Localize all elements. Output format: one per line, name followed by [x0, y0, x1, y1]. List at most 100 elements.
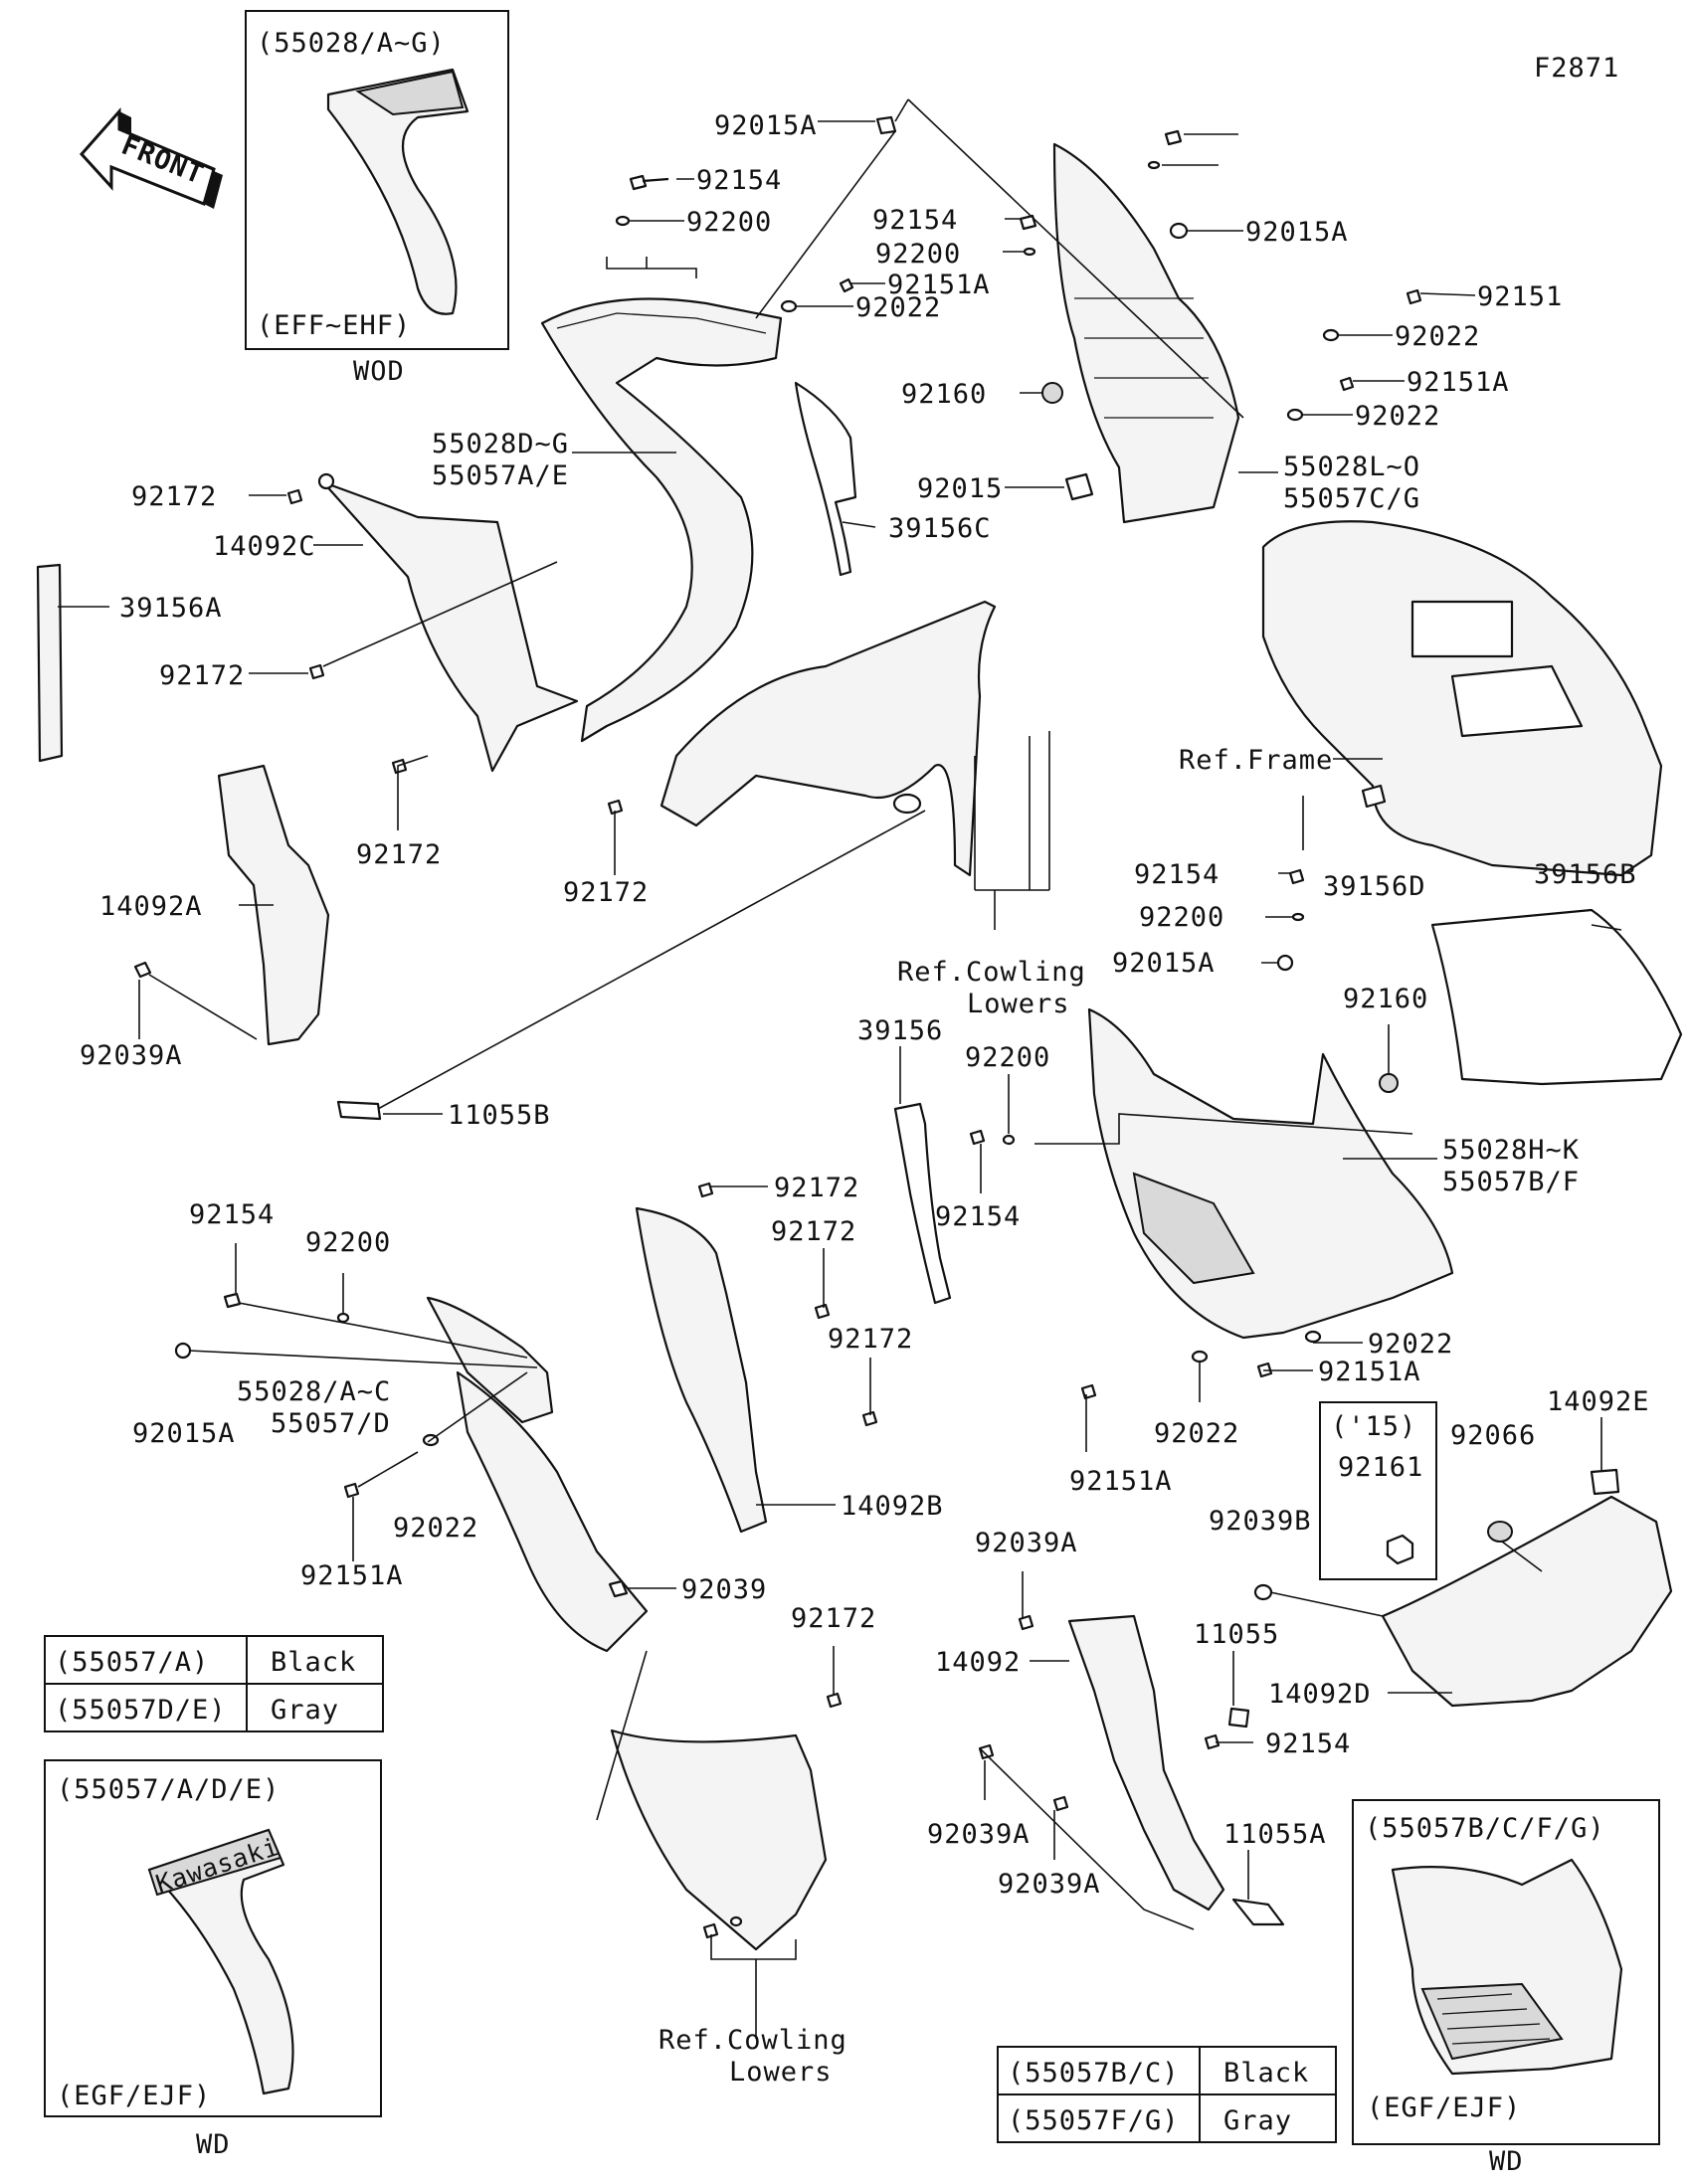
callout-c19: 55057A/E: [432, 460, 569, 491]
inset-top-left-header: (55028/A~G): [257, 28, 446, 59]
hw-92022-f: [1191, 1350, 1209, 1364]
color-table-left-code-0: (55057/A): [55, 1647, 209, 1678]
hw-92039b: [1253, 1583, 1273, 1601]
inset-bottom-right-footer: (EGF/EJF): [1367, 2093, 1521, 2123]
callout-c58: 92151A: [1069, 1466, 1173, 1497]
callout-c15: 55028L~O: [1283, 452, 1420, 482]
hw-92172-i: [702, 1922, 719, 1939]
inset-top-left: (55028/A~G) (EFF~EHF) WOD: [245, 10, 509, 387]
part-14092d: [1381, 1495, 1673, 1708]
inset-top-left-cowl-top: [355, 70, 465, 116]
lead-92172-b: [249, 561, 558, 674]
callout-c22: 39156A: [119, 593, 223, 624]
lead-top-right-a: [1162, 133, 1243, 232]
ref-frame-hole-b: [1450, 664, 1584, 738]
callout-c67: 92172: [791, 1603, 876, 1634]
lead-92022-d: [427, 1371, 528, 1443]
callout-c04: 92151A: [887, 270, 991, 300]
callout-c57: 92022: [1154, 1418, 1239, 1449]
callout-c72: Lowers: [729, 2057, 833, 2088]
inset-top-left-frame: [245, 10, 509, 350]
color-table-right: (55057B/C) Black (55057F/G) Gray: [997, 2046, 1337, 2143]
hw-92022-b: [1322, 328, 1340, 342]
inset-bottom-left-cowl: [147, 1828, 294, 2095]
inset-bottom-right-frame: [1352, 1799, 1660, 2145]
lead-bottom-connect: [596, 1650, 1195, 1930]
callout-c29: 92154: [1134, 859, 1220, 890]
lead-92039a-cd: [984, 1760, 1055, 1860]
part-14092c-mount: [317, 472, 335, 490]
part-bottom-cowl: [610, 1729, 828, 1951]
hw-92022-a: [780, 299, 798, 313]
callout-c70: 11055A: [1223, 1819, 1327, 1850]
hw-92200-f: [336, 1312, 350, 1324]
lead-right-lower: [1085, 1342, 1363, 1452]
part-inner-cowl-arm: [659, 600, 997, 877]
callout-c66: 92154: [1265, 1729, 1351, 1759]
lead-92015a-down: [755, 130, 896, 319]
lead-ref-cowling-b: [710, 1934, 797, 2039]
inset-bottom-left: (55057/A/D/E) Kawasaki (EGF/EJF) WD: [44, 1759, 382, 2160]
hw-92172-f: [814, 1303, 831, 1320]
lead-55028d-g: [249, 452, 676, 496]
hw-92160-a: [1041, 382, 1063, 404]
hw-92039a-b: [1018, 1614, 1034, 1631]
callout-c52: 92151A: [300, 1560, 404, 1591]
callout-c69: 92039A: [998, 1869, 1101, 1900]
lead-39156b: [1591, 924, 1622, 931]
callout-c28: 39156B: [1534, 859, 1637, 890]
inset-top-left-caption: WOD: [353, 356, 405, 387]
hw-92039a-d: [1052, 1795, 1069, 1812]
callout-c05: 92022: [855, 292, 941, 323]
part-11055: [1227, 1707, 1250, 1729]
callout-c53: 14092B: [841, 1491, 944, 1522]
hw-92172-e: [697, 1182, 714, 1198]
lead-92039a-a: [138, 974, 258, 1040]
lead-92015a-top: [818, 98, 1244, 419]
hw-92154-g: [1204, 1733, 1221, 1750]
hw-92154-a: [629, 174, 669, 191]
hardware: [133, 115, 1422, 1939]
lead-small-panel: [188, 1302, 538, 1368]
hw-92200-c: [1023, 247, 1036, 257]
hw-92154-b: [1164, 129, 1183, 146]
year-box: ('15) 92161: [1319, 1401, 1437, 1580]
part-11055b: [336, 1100, 382, 1121]
callout-c48: 55028/A~C: [237, 1376, 391, 1407]
hw-92015a-c: [1276, 954, 1294, 972]
callout-c37: 11055B: [448, 1100, 551, 1131]
callout-c03: 92200: [686, 207, 772, 238]
callout-c63: 11055: [1194, 1619, 1279, 1650]
callout-c71: Ref.Cowling: [658, 2025, 847, 2056]
callout-labels: 92015A 92154 92200 92151A 92022 92154 92…: [80, 110, 1649, 2088]
lead-92172-efg: [711, 1185, 871, 1415]
figure-code: F2871: [1534, 53, 1619, 84]
front-arrow: FRONT: [79, 107, 223, 209]
callout-c42: 55057B/F: [1442, 1167, 1580, 1197]
hw-92022-c: [1286, 408, 1304, 422]
inset-bottom-left-header: (55057/A/D/E): [57, 1774, 280, 1805]
inset-top-left-footer: (EFF~EHF): [257, 310, 411, 341]
part-55028d-g: [540, 297, 783, 743]
inset-bottom-right-vent-fins: [1436, 1993, 1551, 2045]
callout-c01: 92015A: [714, 110, 818, 141]
callout-c33: Ref.Cowling: [897, 957, 1086, 988]
part-14092: [1067, 1614, 1225, 1911]
hw-92151: [1406, 288, 1422, 305]
callout-c31: 92015A: [1112, 948, 1216, 979]
hw-92172-a: [286, 488, 303, 505]
lead-ref-frame: [1302, 758, 1383, 850]
callout-c02: 92154: [696, 165, 782, 196]
part-39156b: [1430, 908, 1683, 1086]
lead-right-mid: [1261, 872, 1293, 964]
hw-92039a-a: [133, 961, 152, 979]
callout-c45: 92172: [828, 1324, 913, 1355]
callout-c35: 14092A: [99, 891, 203, 922]
leader-lines: [58, 98, 1622, 2039]
callout-c08: 92015A: [1245, 217, 1349, 248]
color-table-right-code-0: (55057B/C): [1008, 2058, 1180, 2089]
hw-92200-a: [615, 215, 631, 227]
callout-c46: 92154: [189, 1199, 275, 1230]
